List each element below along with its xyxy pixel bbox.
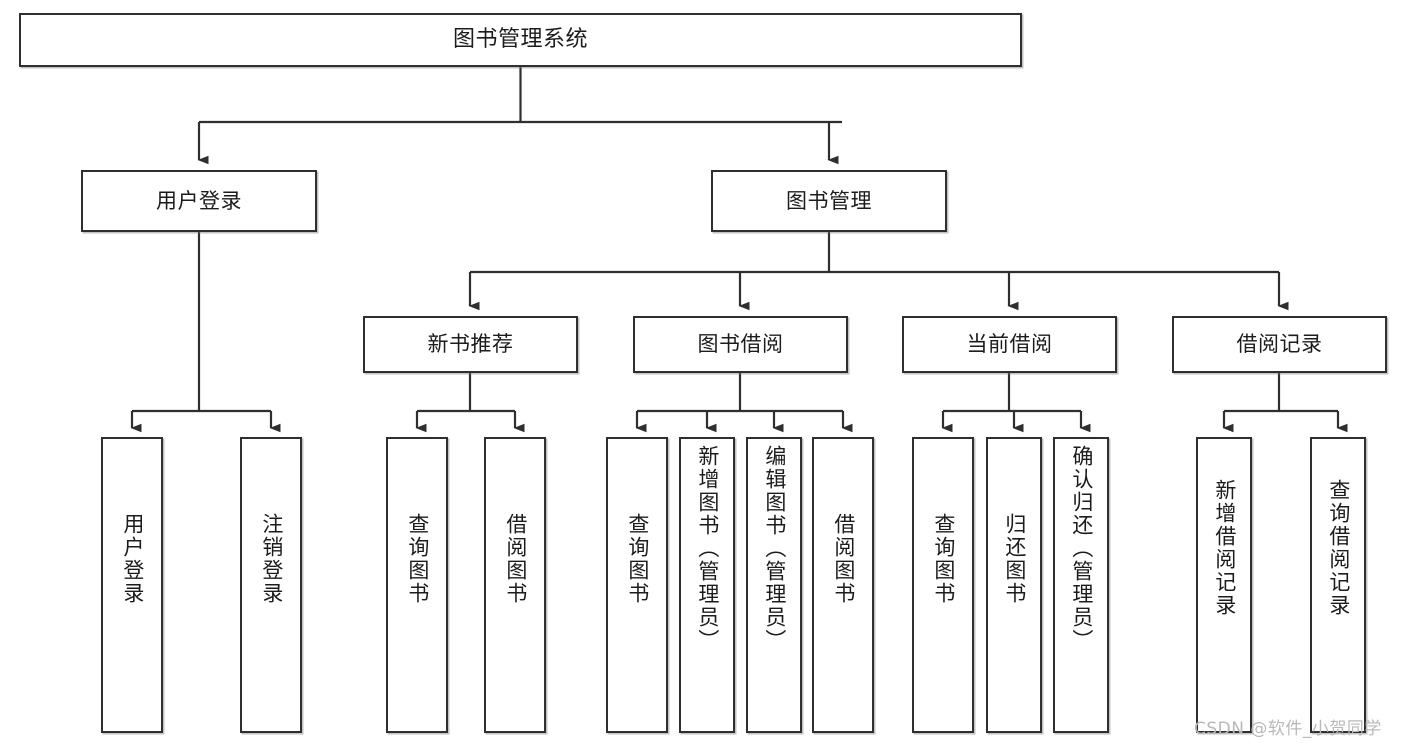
node-leaf-query-borrow-record[interactable]: 查询借阅记录 (1310, 437, 1366, 733)
node-leaf-edit-book[interactable]: 编辑图书（管理员） (746, 437, 802, 733)
node-book-management-label: 图书管理 (786, 188, 872, 213)
node-root-system-label: 图书管理系统 (452, 27, 588, 53)
node-leaf-logout[interactable]: 注销登录 (240, 437, 302, 733)
node-user-login[interactable]: 用户登录 (81, 170, 317, 232)
node-leaf-query-book-rec[interactable]: 查询图书 (386, 437, 448, 733)
node-leaf-logout-label: 注销登录 (259, 513, 284, 605)
node-leaf-confirm-return[interactable]: 确认归还（管理员） (1053, 437, 1109, 733)
node-leaf-borrow-book-rec[interactable]: 借阅图书 (484, 437, 546, 733)
node-leaf-borrow-book-rec-label: 借阅图书 (503, 513, 528, 605)
node-book-borrow-label: 图书借阅 (697, 332, 784, 357)
node-new-book-recommend-label: 新书推荐 (427, 332, 514, 357)
node-leaf-query-borrow-record-label: 查询借阅记录 (1326, 479, 1351, 617)
node-leaf-add-book[interactable]: 新增图书（管理员） (679, 437, 735, 733)
node-current-borrow[interactable]: 当前借阅 (902, 316, 1117, 373)
node-leaf-borrow-book[interactable]: 借阅图书 (812, 437, 874, 733)
node-leaf-user-login[interactable]: 用户登录 (101, 437, 163, 733)
node-user-login-label: 用户登录 (156, 188, 242, 213)
node-borrow-record[interactable]: 借阅记录 (1172, 316, 1387, 373)
node-leaf-query-book-borrow[interactable]: 查询图书 (606, 437, 668, 733)
node-leaf-query-book-cur[interactable]: 查询图书 (912, 437, 974, 733)
node-leaf-query-book-rec-label: 查询图书 (405, 513, 430, 605)
node-leaf-add-book-label: 新增图书（管理员） (695, 445, 720, 652)
node-leaf-borrow-book-label: 借阅图书 (831, 513, 856, 605)
node-leaf-add-borrow-record-label: 新增借阅记录 (1212, 479, 1237, 617)
node-leaf-confirm-return-label: 确认归还（管理员） (1069, 445, 1094, 652)
node-leaf-user-login-label: 用户登录 (120, 513, 145, 605)
node-new-book-recommend[interactable]: 新书推荐 (363, 316, 578, 373)
node-leaf-return-book[interactable]: 归还图书 (986, 437, 1042, 733)
node-borrow-record-label: 借阅记录 (1236, 332, 1323, 357)
node-leaf-edit-book-label: 编辑图书（管理员） (762, 445, 787, 652)
node-leaf-query-book-borrow-label: 查询图书 (625, 513, 650, 605)
node-book-management[interactable]: 图书管理 (711, 170, 947, 232)
node-book-borrow[interactable]: 图书借阅 (633, 316, 848, 373)
node-root-system[interactable]: 图书管理系统 (19, 13, 1022, 67)
node-current-borrow-label: 当前借阅 (966, 332, 1053, 357)
node-leaf-return-book-label: 归还图书 (1002, 513, 1027, 605)
node-leaf-add-borrow-record[interactable]: 新增借阅记录 (1196, 437, 1252, 733)
node-leaf-query-book-cur-label: 查询图书 (931, 513, 956, 605)
